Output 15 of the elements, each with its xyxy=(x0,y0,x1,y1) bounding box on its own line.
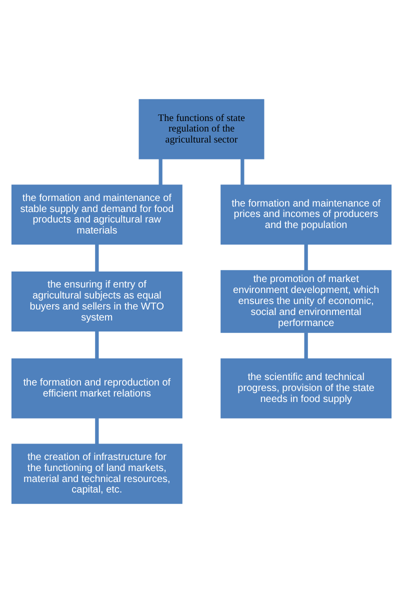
node-box: the scientific and technical progress, provision of the state needs in food supply xyxy=(220,358,392,418)
node-box: the formation and maintenance of stable supply and demand for food products and agricultural raw materials xyxy=(11,184,182,244)
node-box: the creation of infrastructure for the functioning of land markets, material and technical resources, capital, etc. xyxy=(11,443,182,504)
connector xyxy=(95,244,99,272)
node-box: the promotion of market environment development, which ensures the unity of economic, social and environmental performance xyxy=(220,270,392,332)
connector xyxy=(95,418,99,444)
node-box: the ensuring if entry of agricultural subjects as equal buyers and sellers in the WTO system xyxy=(11,271,182,331)
node-box: the formation and reproduction of efficient market relations xyxy=(11,358,182,418)
connector xyxy=(95,330,99,358)
connector xyxy=(158,158,162,185)
connector xyxy=(304,244,308,270)
node-box: the formation and maintenance of prices and incomes of producers and the population xyxy=(220,184,392,244)
node-box: The functions of state regulation of the agricultural sector xyxy=(138,98,264,159)
connector xyxy=(304,332,308,358)
connector xyxy=(240,158,244,185)
